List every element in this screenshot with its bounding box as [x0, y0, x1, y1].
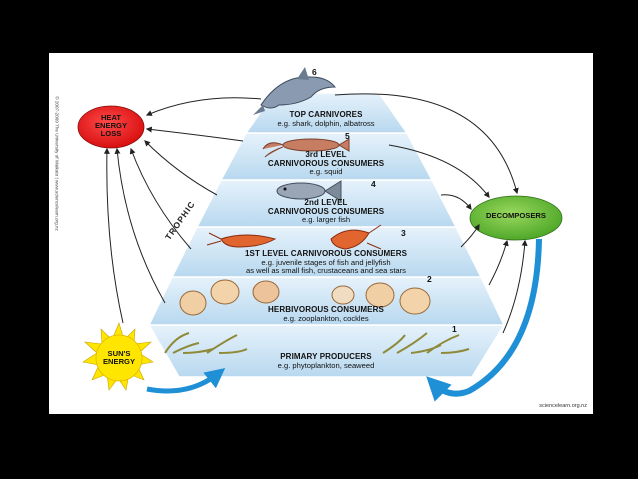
cockle-shells	[179, 279, 431, 316]
level-5-text: 3rd LEVEL CARNIVOROUS CONSUMERS e.g. squ…	[216, 150, 436, 177]
level-5-example: e.g. squid	[309, 167, 343, 177]
heat-energy-loss-oval	[77, 105, 145, 149]
level-number-1: 1	[452, 324, 457, 334]
level-2-title: HERBIVOROUS CONSUMERS	[268, 305, 384, 314]
level-4-title-line2: CARNIVOROUS CONSUMERS	[267, 206, 385, 216]
seaweed-illustration	[164, 332, 470, 354]
level-1-example: e.g. phytoplankton, seaweed	[277, 360, 375, 370]
level-number-6: 6	[312, 67, 317, 77]
level-3-title: 1ST LEVEL CARNIVOROUS CONSUMERS	[244, 249, 408, 258]
crayfish-illustration-left	[206, 232, 277, 248]
level-number-4: 4	[371, 179, 376, 189]
level-4-text: 2nd LEVEL CARNIVOROUS CONSUMERS e.g. lar…	[216, 198, 436, 225]
level-number-3: 3	[401, 228, 406, 238]
level-6-title: TOP CARNIVORES	[289, 110, 363, 119]
level-1-title: PRIMARY PRODUCERS	[280, 352, 372, 361]
decomposers-to-producers-arrow	[426, 238, 542, 402]
level-1-text: PRIMARY PRODUCERS e.g. phytoplankton, se…	[226, 352, 426, 370]
level-number-2: 2	[427, 274, 432, 284]
level-5-title-line1: 3rd LEVEL	[305, 150, 347, 159]
level-3-example-line1: e.g. juvenile stages of fish and jellyfi…	[261, 257, 391, 267]
level-6-example: e.g. shark, dolphin, albatross	[277, 118, 375, 128]
dolphin-illustration	[253, 67, 337, 115]
level-6-text: TOP CARNIVORES e.g. shark, dolphin, alba…	[226, 110, 426, 128]
decomposers-oval	[469, 195, 563, 241]
level-4-title-line1: 2nd LEVEL	[304, 198, 348, 207]
slide: © 2007-2009 The University of Waikato | …	[49, 53, 593, 414]
food-pyramid-diagram	[77, 67, 563, 402]
decomposer-arrows	[334, 93, 528, 334]
level-number-5: 5	[345, 131, 350, 141]
decomposers-label: DECOMPOSERS	[486, 211, 546, 220]
squid-illustration	[262, 138, 350, 158]
source-credit: sciencelearn.org.nz	[539, 403, 587, 409]
level-2-example: e.g. zooplankton, cockles	[283, 313, 369, 323]
level-5-title-line2: CARNIVOROUS CONSUMERS	[267, 158, 385, 168]
heat-loss-arrows	[103, 97, 262, 324]
suns-energy-label: SUN'S ENERGY	[102, 349, 136, 366]
heat-energy-loss-label: HEAT ENERGY LOSS	[94, 113, 128, 138]
fish-illustration	[276, 180, 342, 202]
sun-to-producers-arrow	[146, 368, 226, 394]
level-2-text: HERBIVOROUS CONSUMERS e.g. zooplankton, …	[226, 305, 426, 323]
crayfish-illustration-right	[330, 224, 382, 250]
sun-illustration	[82, 322, 154, 391]
level-3-text: 1ST LEVEL CARNIVOROUS CONSUMERS e.g. juv…	[196, 249, 456, 275]
level-3-example-line2: as well as small fish, crustaceans and s…	[246, 265, 406, 275]
copyright-notice: © 2007-2009 The University of Waikato | …	[54, 96, 60, 231]
level-4-example: e.g. larger fish	[301, 215, 351, 225]
